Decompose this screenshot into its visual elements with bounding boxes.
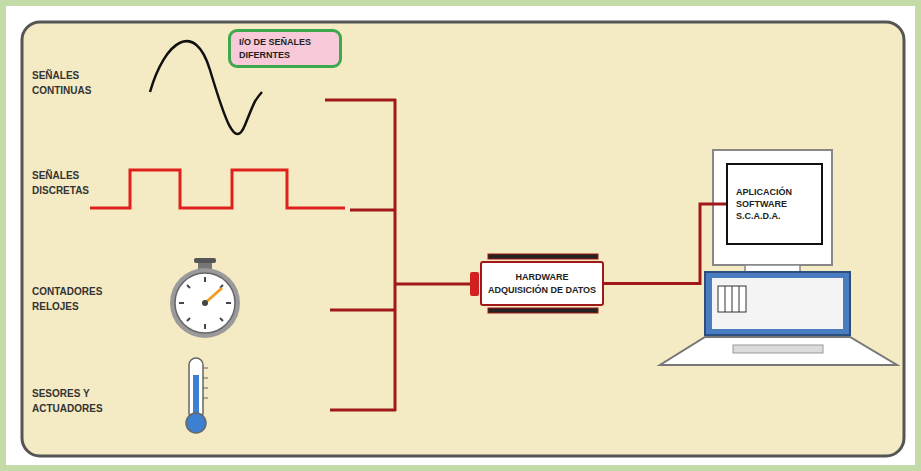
signal-label: SESORES Y ACTUADORES bbox=[32, 386, 114, 416]
thermometer-icon bbox=[186, 358, 208, 433]
signal-label: SEÑALES CONTINUAS bbox=[32, 68, 114, 98]
node-text: I/O DE SEÑALES DIFERNTES bbox=[239, 36, 331, 60]
panel bbox=[22, 22, 904, 456]
node-text: HARDWARE ADQUISICIÓN DE DATOS bbox=[486, 271, 598, 295]
signal-label: SEÑALES DISCRETAS bbox=[32, 168, 114, 198]
computer-icon bbox=[660, 150, 897, 365]
connector-line bbox=[604, 204, 726, 284]
stopwatch-icon bbox=[170, 258, 240, 338]
software-box: APLICACIÓN SOFTWARE S.C.A.D.A. bbox=[726, 163, 823, 245]
daq-hardware-box: HARDWARE ADQUISICIÓN DE DATOS bbox=[480, 261, 604, 306]
node-text: APLICACIÓN SOFTWARE S.C.A.D.A. bbox=[736, 186, 813, 222]
outer-frame bbox=[3, 3, 918, 468]
square-wave bbox=[90, 170, 345, 208]
io-label-box: I/O DE SEÑALES DIFERNTES bbox=[228, 29, 342, 68]
signal-label: CONTADORES RELOJES bbox=[32, 284, 114, 314]
bracket bbox=[325, 99, 474, 411]
